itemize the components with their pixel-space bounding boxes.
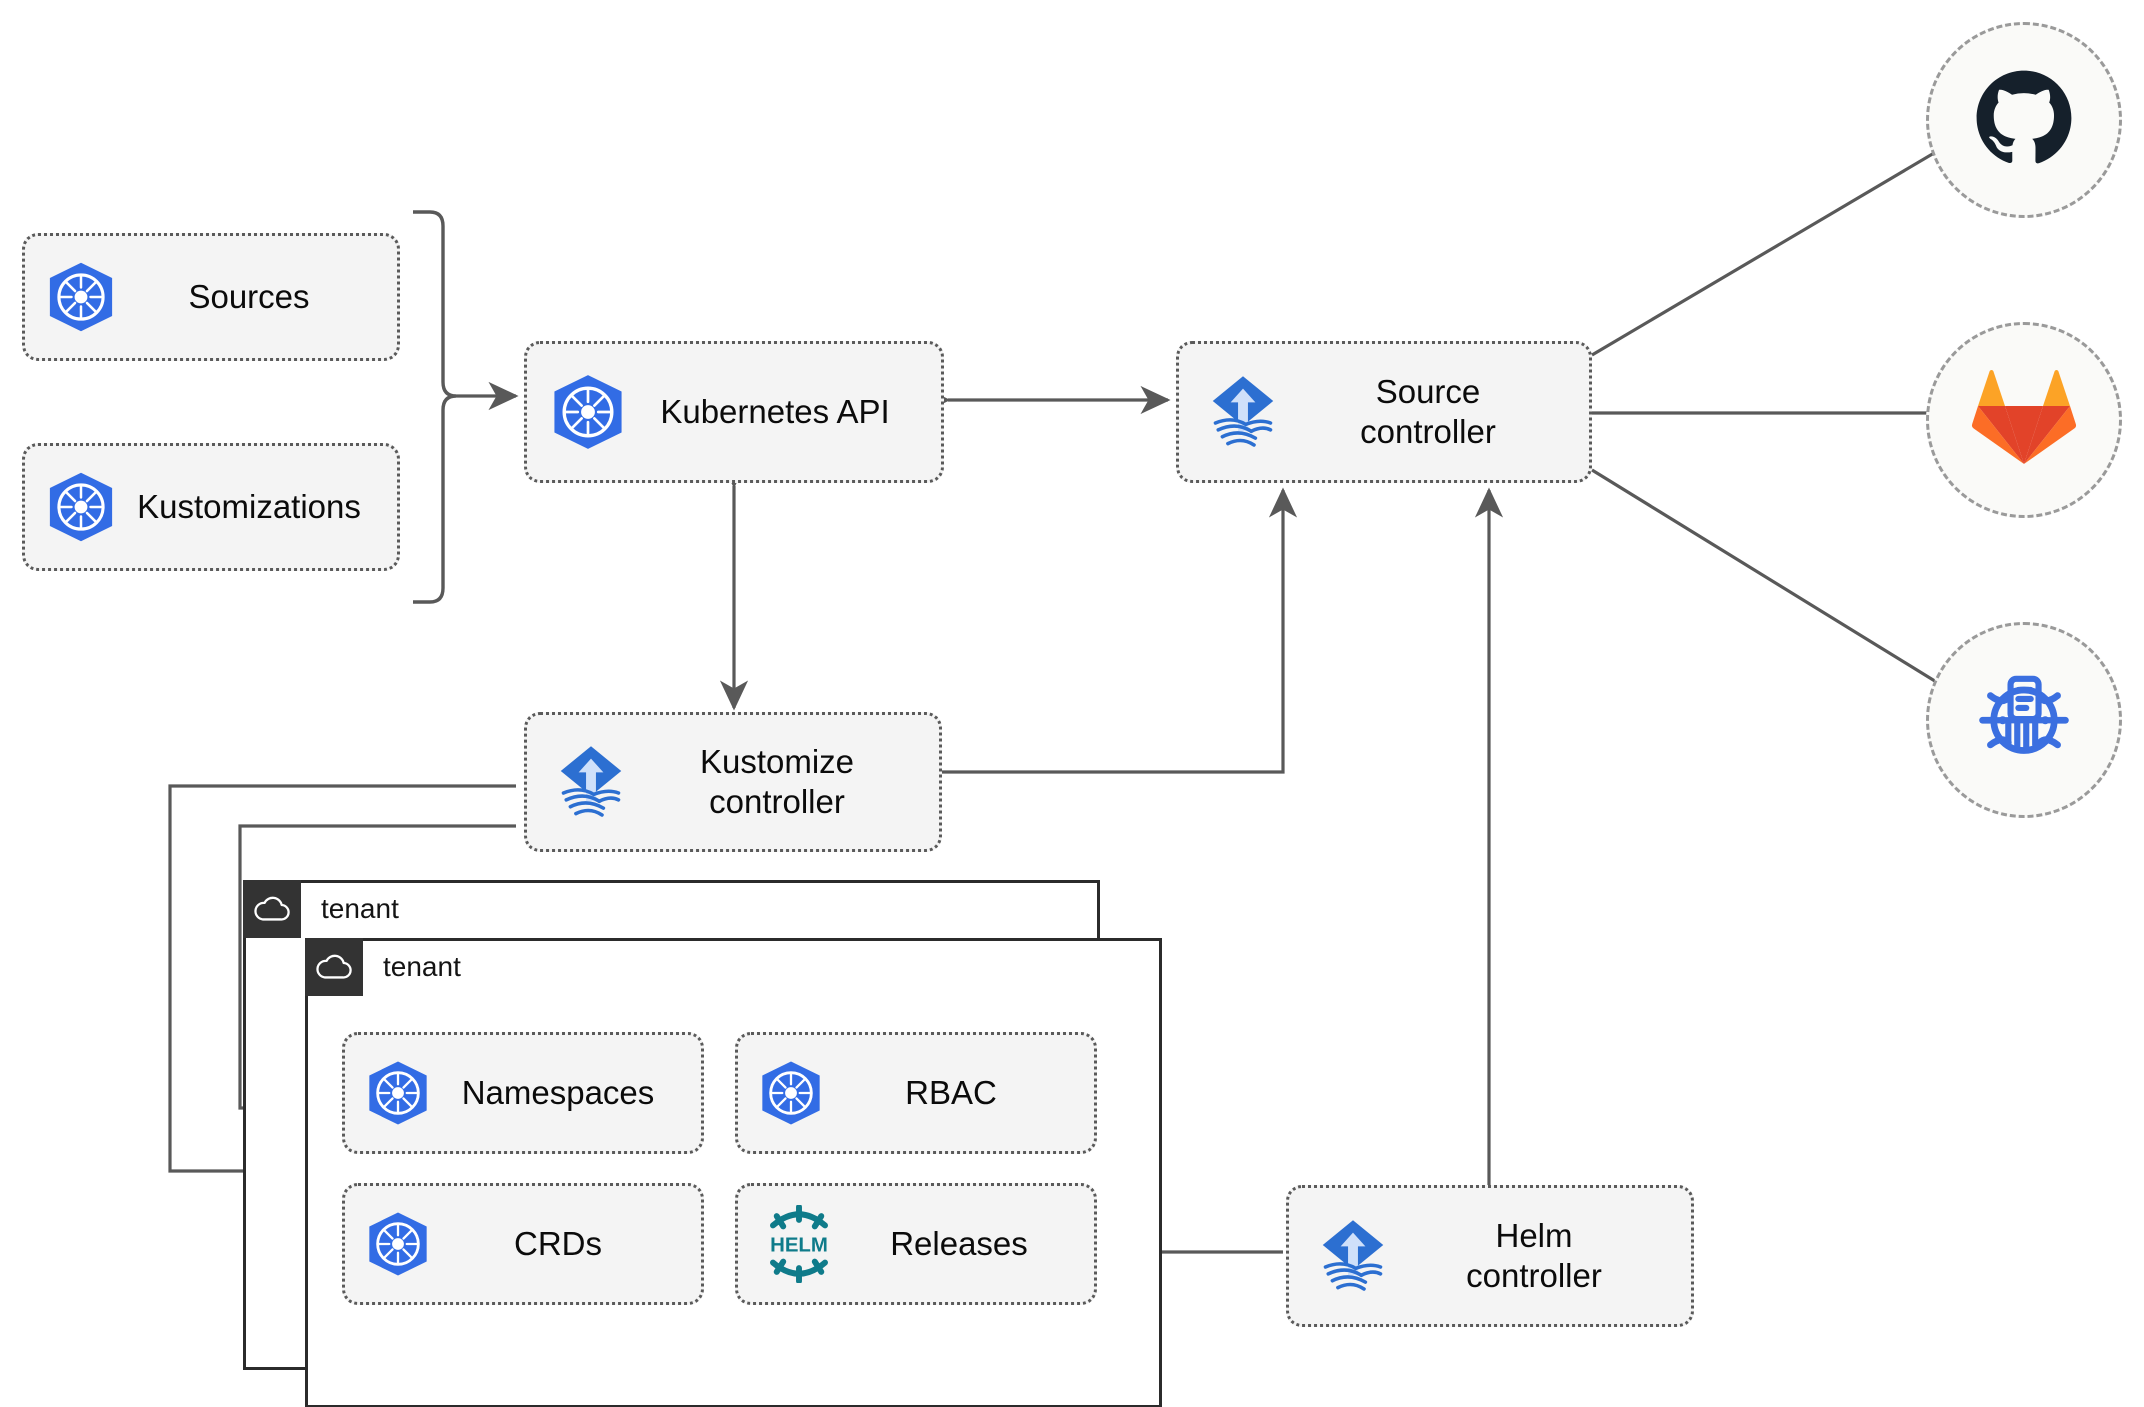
resource-rbac[interactable]: RBAC [735, 1032, 1097, 1154]
kubernetes-icon [756, 1058, 826, 1128]
tenant-header-back: tenant [243, 880, 399, 938]
kubernetes-icon [43, 259, 119, 335]
external-github[interactable] [1926, 22, 2122, 218]
helm-icon: HELM [756, 1205, 842, 1283]
github-icon [1970, 64, 2078, 177]
resource-releases[interactable]: HELM Releases [735, 1183, 1097, 1305]
external-gitlab[interactable] [1926, 322, 2122, 518]
resource-label: Releases [890, 1224, 1028, 1262]
node-label: Kubernetes API [660, 392, 890, 430]
flux-icon [1199, 368, 1287, 456]
flux-icon [547, 738, 635, 826]
node-sources[interactable]: Sources [22, 233, 400, 361]
tenant-label: tenant [383, 951, 461, 982]
node-label: Kustomizations [137, 487, 361, 525]
resource-label: CRDs [514, 1224, 602, 1262]
helm-repository-icon [1968, 662, 2080, 779]
tenant-header-front: tenant [305, 938, 461, 996]
kubernetes-icon [43, 469, 119, 545]
kubernetes-icon [363, 1209, 433, 1279]
resource-label: RBAC [905, 1073, 997, 1111]
node-label: Sources [188, 277, 310, 315]
node-label: Kustomize controller [699, 742, 855, 820]
node-label: Helm controller [1466, 1216, 1602, 1294]
cloud-icon [305, 938, 363, 996]
resource-label: Namespaces [461, 1073, 655, 1111]
cloud-icon [243, 880, 301, 938]
node-kubernetes-api[interactable]: Kubernetes API [524, 341, 944, 483]
flux-icon [1309, 1212, 1397, 1300]
external-helm-repository[interactable] [1926, 622, 2122, 818]
tenant-container-front[interactable] [305, 938, 1162, 1407]
node-kustomizations[interactable]: Kustomizations [22, 443, 400, 571]
resource-namespaces[interactable]: Namespaces [342, 1032, 704, 1154]
kubernetes-icon [363, 1058, 433, 1128]
resource-crds[interactable]: CRDs [342, 1183, 704, 1305]
node-source-controller[interactable]: Source controller [1176, 341, 1592, 483]
node-label: Source controller [1360, 372, 1496, 450]
node-helm-controller[interactable]: Helm controller [1286, 1185, 1694, 1327]
gitlab-icon [1971, 368, 2077, 473]
node-kustomize-controller[interactable]: Kustomize controller [524, 712, 942, 852]
tenant-label: tenant [321, 893, 399, 924]
svg-text:HELM: HELM [770, 1234, 828, 1256]
kubernetes-icon [547, 371, 629, 453]
